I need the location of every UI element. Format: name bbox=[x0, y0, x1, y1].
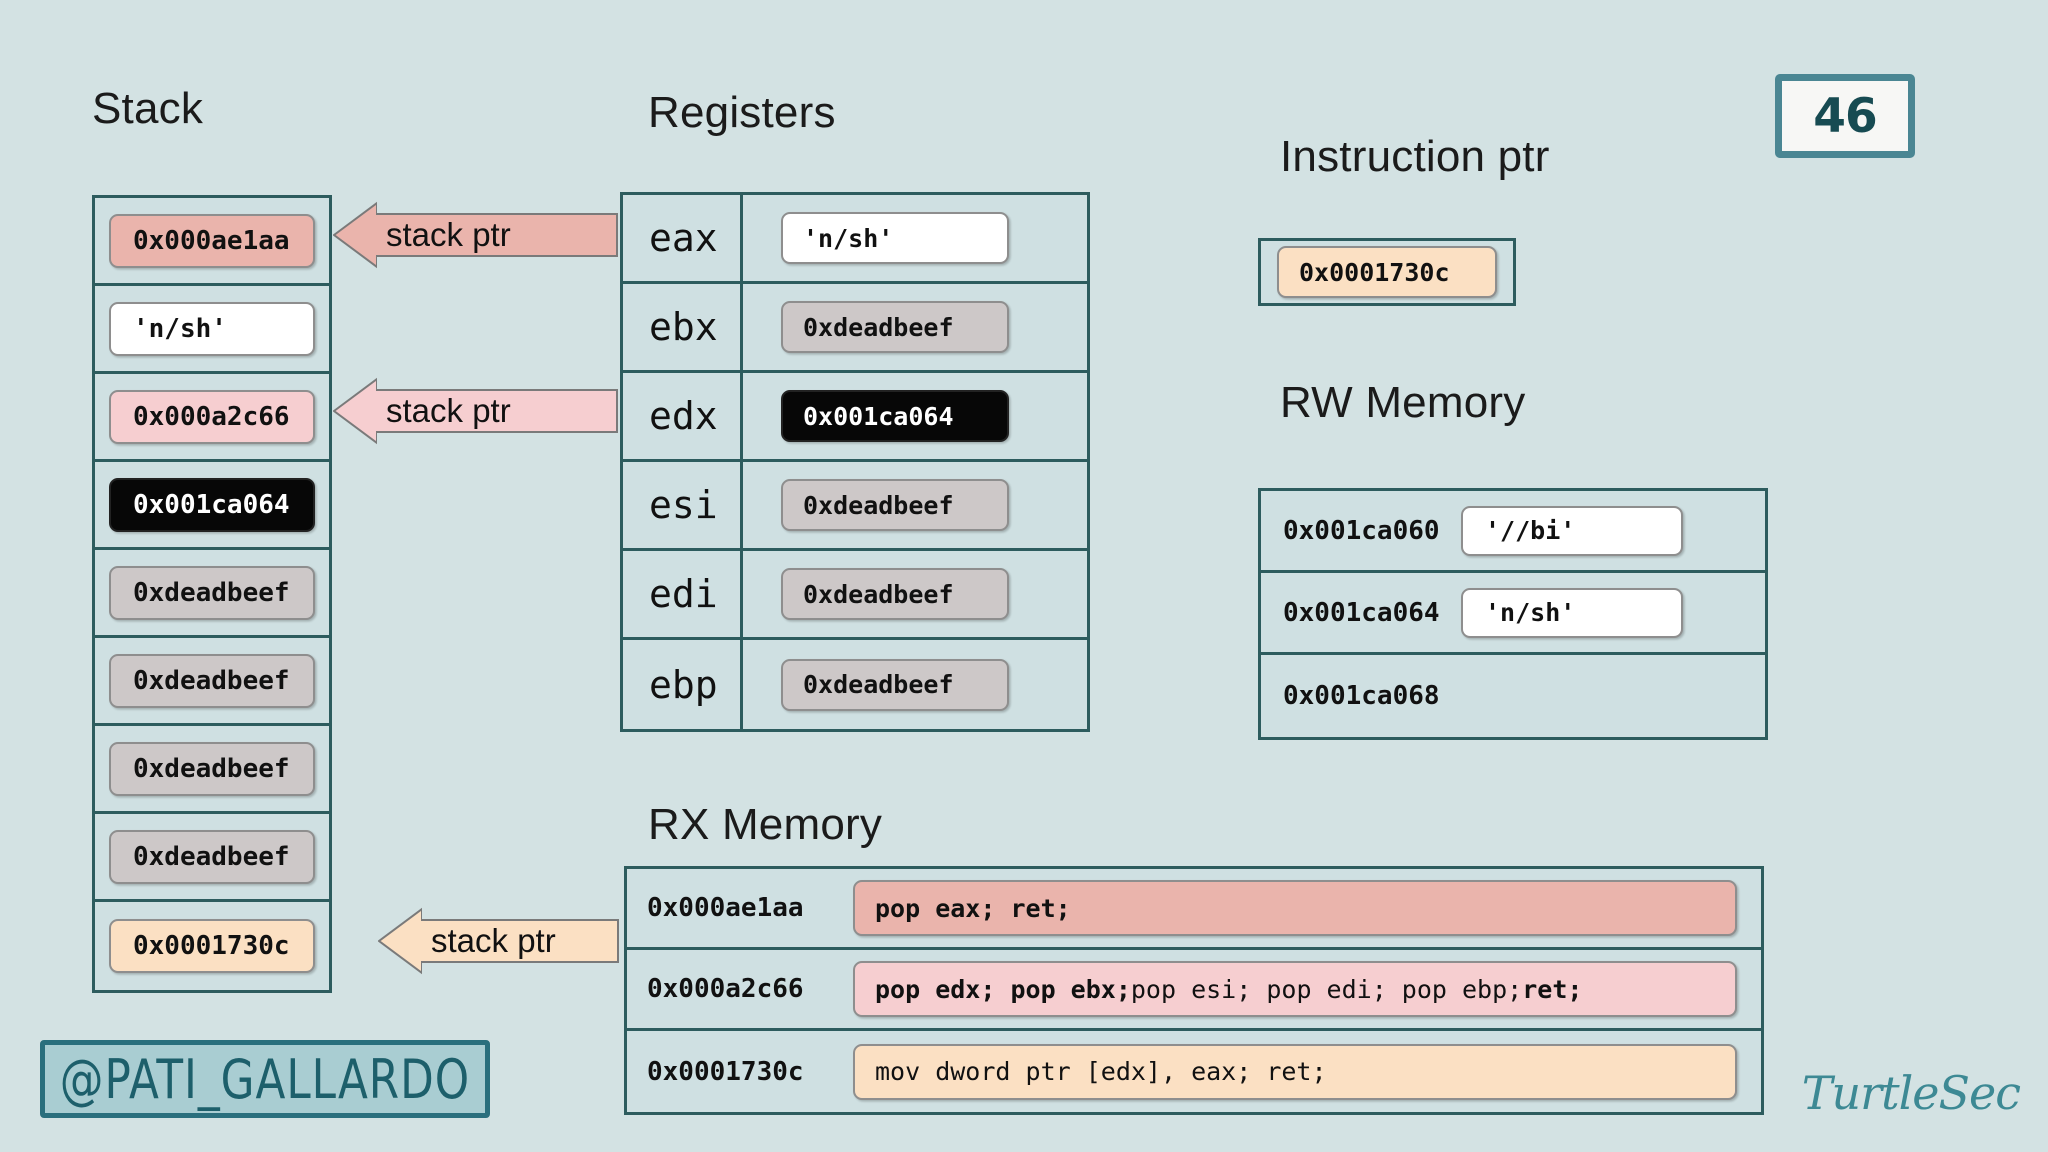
rw-memory-table: 0x001ca060'//bi'0x001ca064'n/sh'0x001ca0… bbox=[1258, 488, 1768, 740]
rx-memory-row: 0x000ae1aa pop eax; ret; bbox=[627, 869, 1761, 950]
arrow-label: stack ptr bbox=[376, 389, 618, 433]
rw-memory-row: 0x001ca064 'n/sh' bbox=[1261, 573, 1765, 655]
stack-value-chip: 0x001ca064 bbox=[109, 477, 315, 532]
stack-slot: 0x0001730c bbox=[95, 902, 329, 990]
stack-value-chip: 0xdeadbeef bbox=[109, 741, 315, 796]
register-row: edi 0xdeadbeef bbox=[623, 551, 1087, 640]
stack-value-chip: 0xdeadbeef bbox=[109, 653, 315, 708]
register-name: edi bbox=[623, 551, 743, 637]
registers-table: eax 'n/sh' ebx 0xdeadbeef edx 0x001ca064 esi 0x… bbox=[620, 192, 1090, 732]
turtlesec-logo: TurtleSec bbox=[1801, 1066, 2021, 1120]
register-value-chip: 0x001ca064 bbox=[781, 390, 1009, 442]
rx-memory-address: 0x000a2c66 bbox=[647, 974, 804, 1004]
rw-memory-row: 0x001ca068 bbox=[1261, 655, 1765, 737]
instruction-pointer-chip: 0x0001730c bbox=[1277, 246, 1497, 298]
register-row: ebp 0xdeadbeef bbox=[623, 640, 1087, 729]
rx-memory-heading: RX Memory bbox=[648, 800, 883, 849]
stack-slot: 0x000a2c66 bbox=[95, 374, 329, 462]
slide-number: 46 bbox=[1813, 88, 1877, 144]
registers-heading: Registers bbox=[648, 88, 836, 137]
rw-memory-address: 0x001ca064 bbox=[1283, 597, 1440, 628]
arrow-head-icon bbox=[378, 905, 422, 977]
author-handle: @PATI_GALLARDO bbox=[59, 1047, 471, 1111]
stack-table: 0x000ae1aa 'n/sh' 0x000a2c66 0x001ca064 0xde… bbox=[92, 195, 332, 993]
rx-memory-address: 0x0001730c bbox=[647, 1056, 804, 1087]
register-name: esi bbox=[623, 462, 743, 548]
register-name: edx bbox=[623, 373, 743, 459]
stack-value-chip: 'n/sh' bbox=[109, 301, 315, 356]
register-value-chip: 0xdeadbeef bbox=[781, 301, 1009, 353]
instruction-ptr-heading: Instruction ptr bbox=[1280, 132, 1550, 181]
stack-slot: 0xdeadbeef bbox=[95, 638, 329, 726]
rx-memory-gadget-chip: pop edx; pop ebx; pop esi; pop edi; pop … bbox=[853, 961, 1737, 1017]
stack-value-chip: 0xdeadbeef bbox=[109, 829, 315, 884]
arrow-head-icon bbox=[333, 199, 377, 271]
rw-memory-value-chip: 'n/sh' bbox=[1461, 587, 1683, 638]
stack-pointer-arrow-top: stack ptr bbox=[333, 199, 618, 271]
stack-slot: 0xdeadbeef bbox=[95, 726, 329, 814]
arrow-label: stack ptr bbox=[376, 213, 618, 257]
register-value-cell: 'n/sh' bbox=[743, 195, 1087, 281]
rx-memory-address: 0x000ae1aa bbox=[647, 893, 804, 923]
rx-memory-gadget-chip: mov dword ptr [edx], eax; ret; bbox=[853, 1043, 1737, 1100]
register-value-chip: 0xdeadbeef bbox=[781, 658, 1009, 711]
author-handle-box: @PATI_GALLARDO bbox=[40, 1040, 490, 1118]
arrow-label: stack ptr bbox=[421, 919, 619, 963]
register-value-chip: 0xdeadbeef bbox=[781, 568, 1009, 620]
rx-memory-row: 0x0001730c mov dword ptr [edx], eax; ret; bbox=[627, 1031, 1761, 1112]
register-value-cell: 0x001ca064 bbox=[743, 373, 1087, 459]
rw-memory-heading: RW Memory bbox=[1280, 378, 1526, 427]
stack-value-chip: 0x000ae1aa bbox=[109, 213, 315, 268]
instruction-pointer-box: 0x0001730c bbox=[1258, 238, 1516, 306]
stack-pointer-arrow-middle: stack ptr bbox=[333, 375, 618, 447]
stack-slot: 0xdeadbeef bbox=[95, 550, 329, 638]
register-name: ebp bbox=[623, 640, 743, 729]
register-value-cell: 0xdeadbeef bbox=[743, 551, 1087, 637]
stack-slot: 0xdeadbeef bbox=[95, 814, 329, 902]
rx-memory-gadget-chip: pop eax; ret; bbox=[853, 880, 1737, 936]
stack-slot: 'n/sh' bbox=[95, 286, 329, 374]
stack-value-chip: 0x000a2c66 bbox=[109, 389, 315, 444]
arrow-head-icon bbox=[333, 375, 377, 447]
rw-memory-value-chip: '//bi' bbox=[1461, 505, 1683, 556]
register-row: ebx 0xdeadbeef bbox=[623, 284, 1087, 373]
stack-pointer-arrow-bottom: stack ptr bbox=[378, 905, 619, 977]
slide-number-badge: 46 bbox=[1775, 74, 1915, 158]
register-row: edx 0x001ca064 bbox=[623, 373, 1087, 462]
register-name: ebx bbox=[623, 284, 743, 370]
register-row: esi 0xdeadbeef bbox=[623, 462, 1087, 551]
register-name: eax bbox=[623, 195, 743, 281]
register-value-cell: 0xdeadbeef bbox=[743, 462, 1087, 548]
register-value-chip: 'n/sh' bbox=[781, 212, 1009, 264]
stack-slot: 0x000ae1aa bbox=[95, 198, 329, 286]
rw-memory-row: 0x001ca060 '//bi' bbox=[1261, 491, 1765, 573]
register-value-chip: 0xdeadbeef bbox=[781, 479, 1009, 531]
rx-memory-row: 0x000a2c66 pop edx; pop ebx; pop esi; pop… bbox=[627, 950, 1761, 1031]
stack-value-chip: 0x0001730c bbox=[109, 919, 315, 973]
stack-value-chip: 0xdeadbeef bbox=[109, 565, 315, 620]
rx-memory-table: 0x000ae1aa pop eax; ret; 0x000a2c66 pop edx… bbox=[624, 866, 1764, 1115]
register-row: eax 'n/sh' bbox=[623, 195, 1087, 284]
rw-memory-address: 0x001ca060 bbox=[1283, 515, 1440, 546]
register-value-cell: 0xdeadbeef bbox=[743, 640, 1087, 729]
stack-heading: Stack bbox=[92, 84, 204, 133]
register-value-cell: 0xdeadbeef bbox=[743, 284, 1087, 370]
rw-memory-address: 0x001ca068 bbox=[1283, 681, 1440, 711]
stack-slot: 0x001ca064 bbox=[95, 462, 329, 550]
